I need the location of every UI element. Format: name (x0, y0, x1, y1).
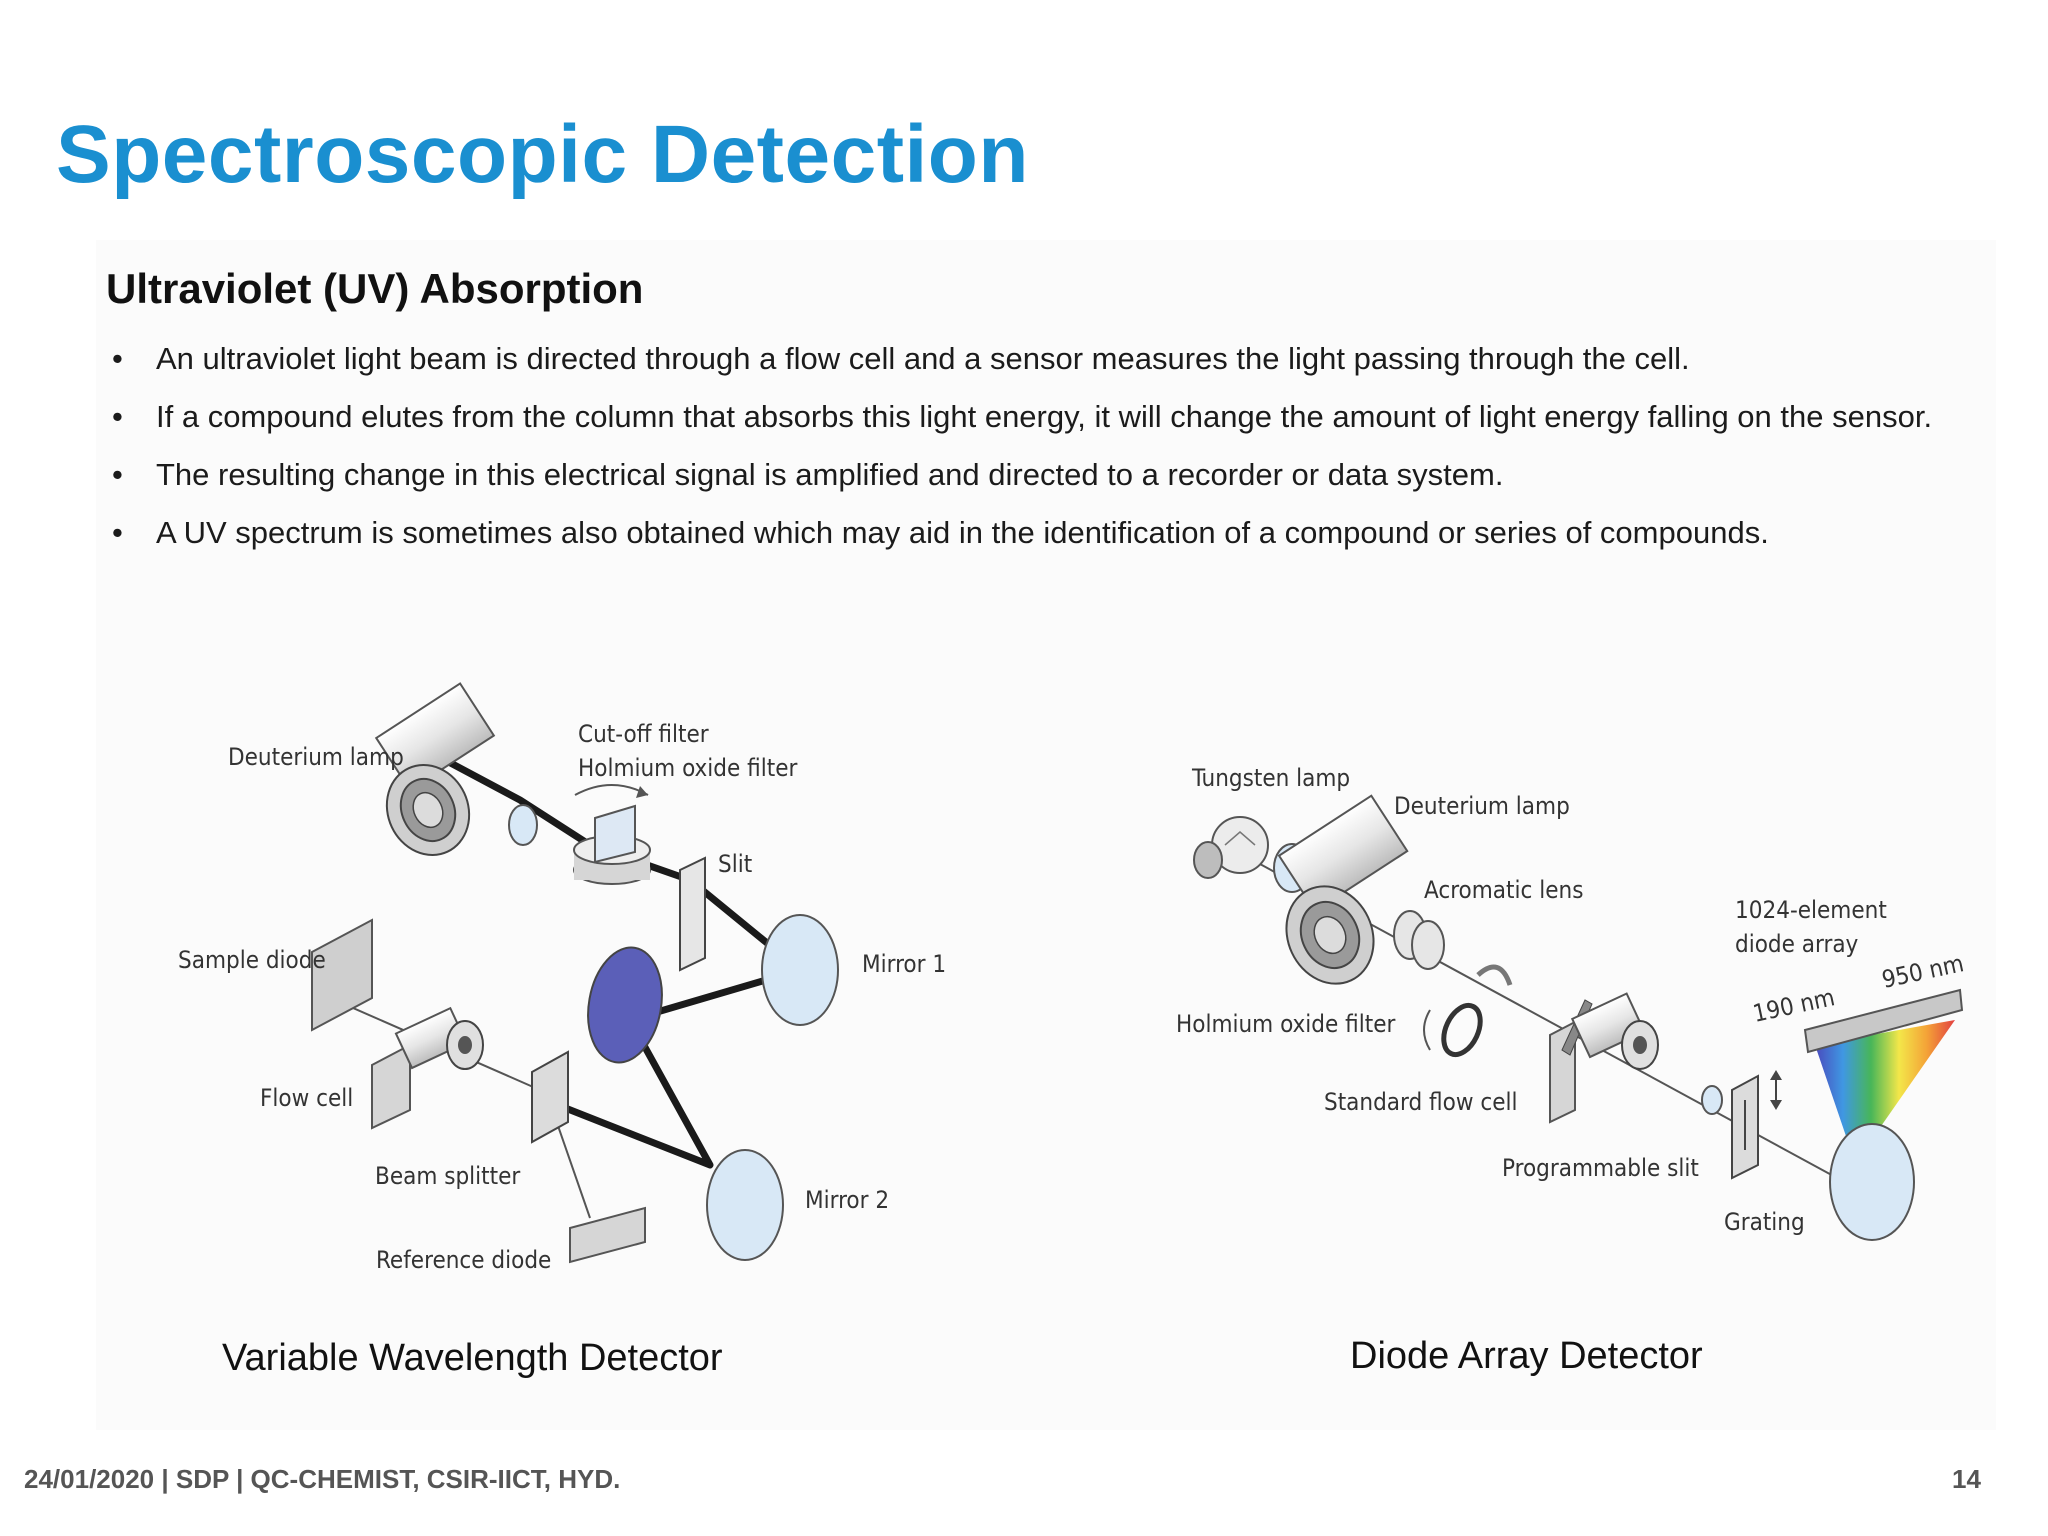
vwd-light-path (443, 756, 804, 1169)
vwd-slit (679, 856, 706, 972)
vwd-grating (587, 946, 663, 1064)
vwd-label-mirror-1: Mirror 1 (862, 950, 946, 978)
dad-label-grating: Grating (1724, 1208, 1805, 1236)
vwd-caption: Variable Wavelength Detector (222, 1337, 723, 1379)
footer-info: 24/01/2020 | SDP | QC-CHEMIST, CSIR-IICT… (24, 1464, 621, 1494)
vwd-reference-diode (569, 1206, 646, 1264)
dad-grating (1829, 1123, 1915, 1241)
dad-achromatic-lens (1393, 910, 1445, 970)
dad-programmable-slit (1731, 1070, 1782, 1180)
section-subtitle: Ultraviolet (UV) Absorption (106, 265, 644, 312)
vwd-label-deuterium-lamp: Deuterium lamp (228, 743, 404, 771)
bullet-item: The resulting change in this electrical … (106, 456, 1986, 493)
bullet-item: A UV spectrum is sometimes also obtained… (106, 514, 1986, 551)
dad-label-190nm: 190 nm (1750, 983, 1837, 1028)
dad-tungsten-lamp (1193, 816, 1269, 879)
dad-label-standard-flow-cell: Standard flow cell (1324, 1088, 1518, 1116)
dad-label-achromatic-lens: Acromatic lens (1424, 876, 1583, 904)
vwd-mirror-2 (706, 1149, 784, 1261)
dad-label-programmable-slit: Programmable slit (1502, 1154, 1699, 1182)
vwd-flow-cell (371, 1006, 484, 1130)
vwd-label-holmium-filter: Holmium oxide filter (578, 754, 798, 782)
vwd-sample-diode (311, 918, 373, 1032)
vwd-cutoff-filter (573, 784, 651, 885)
bullet-list: An ultraviolet light beam is directed th… (106, 340, 1986, 572)
dad-label-950nm: 950 nm (1879, 949, 1966, 994)
vwd-label-cutoff-filter: Cut-off filter (578, 720, 709, 748)
vwd-label-flow-cell: Flow cell (260, 1084, 353, 1112)
dad-spectrum-fan (1815, 1020, 1955, 1142)
vwd-label-beam-splitter: Beam splitter (375, 1162, 520, 1190)
vwd-beam-splitter (531, 1050, 569, 1144)
dad-label-deuterium-lamp: Deuterium lamp (1394, 792, 1570, 820)
vwd-label-slit: Slit (718, 850, 752, 878)
dad-caption: Diode Array Detector (1350, 1335, 1703, 1377)
slide-title: Spectroscopic Detection (56, 109, 1029, 200)
vwd-deuterium-lamp (374, 682, 496, 856)
vwd-lens (508, 804, 538, 846)
dad-deuterium-lamp (1277, 794, 1409, 985)
bullet-item: An ultraviolet light beam is directed th… (106, 340, 1986, 377)
page-number: 14 (1952, 1464, 1981, 1494)
dad-label-holmium-filter: Holmium oxide filter (1176, 1010, 1396, 1038)
vwd-mirror-1 (761, 914, 839, 1026)
vwd-label-mirror-2: Mirror 2 (805, 1186, 889, 1214)
vwd-diagram: Deuterium lamp Cut-off filter Holmium ox… (178, 682, 946, 1379)
bullet-item: If a compound elutes from the column tha… (106, 398, 1986, 435)
dad-label-diode-array-line1: 1024-element (1735, 896, 1887, 924)
dad-lens-2 (1701, 1085, 1723, 1115)
dad-standard-flow-cell (1549, 992, 1659, 1124)
dad-holmium-filter (1423, 964, 1513, 1058)
vwd-label-reference-diode: Reference diode (376, 1246, 551, 1274)
dad-diagram: Tungsten lamp Deuterium lamp Acromatic l… (1176, 764, 1966, 1377)
dad-diode-array (1803, 988, 1964, 1054)
dad-label-tungsten-lamp: Tungsten lamp (1191, 764, 1350, 792)
dad-label-diode-array-line2: diode array (1735, 930, 1859, 958)
content-panel: Ultraviolet (UV) Absorption An ultraviol… (96, 240, 1996, 1430)
vwd-label-sample-diode: Sample diode (178, 946, 326, 974)
